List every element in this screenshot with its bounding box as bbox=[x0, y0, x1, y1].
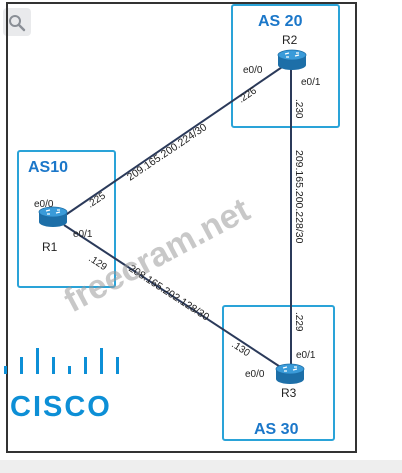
r1-host-225-label: .225 bbox=[86, 190, 109, 210]
cisco-logo: CISCO bbox=[4, 348, 119, 423]
cisco-logo-text: CISCO bbox=[10, 391, 112, 423]
as10-box bbox=[17, 150, 116, 288]
as20-box bbox=[231, 4, 340, 128]
r1-e0-0-label: e0/0 bbox=[34, 199, 54, 210]
router-r1-label: R1 bbox=[42, 240, 58, 254]
bottom-bar bbox=[0, 460, 402, 473]
router-r2-icon bbox=[277, 49, 307, 70]
r3-host-130-label: .130 bbox=[229, 339, 252, 359]
router-r3-label: R3 bbox=[281, 386, 297, 400]
router-r1-icon bbox=[38, 206, 68, 227]
subnet-r2-r3-label: 209.165.200.228/30 bbox=[293, 150, 305, 244]
r1-e0-1-label: e0/1 bbox=[73, 229, 93, 240]
link-r1-r3 bbox=[63, 224, 289, 373]
r2-e0-1-label: e0/1 bbox=[301, 77, 321, 88]
as30-box bbox=[222, 305, 335, 441]
search-icon bbox=[9, 15, 26, 32]
as10-label: AS10 bbox=[28, 159, 68, 176]
diagram-frame bbox=[6, 2, 357, 453]
watermark-text: freecram.net bbox=[58, 191, 256, 320]
r3-e0-1-label: e0/1 bbox=[296, 350, 316, 361]
router-r2-label: R2 bbox=[282, 33, 298, 47]
r2-e0-0-label: e0/0 bbox=[243, 65, 263, 76]
r3-host-229-label: .229 bbox=[293, 312, 304, 332]
link-r1-r2 bbox=[63, 62, 289, 217]
r3-e0-0-label: e0/0 bbox=[245, 369, 265, 380]
as30-label: AS 30 bbox=[254, 421, 299, 438]
r2-host-226-label: .226 bbox=[237, 85, 260, 105]
r2-host-230-label: .230 bbox=[293, 99, 304, 119]
subnet-r1-r2-label: 209.165.200.224/30 bbox=[125, 121, 209, 183]
as20-label: AS 20 bbox=[258, 13, 303, 30]
router-r3-icon bbox=[275, 363, 305, 384]
